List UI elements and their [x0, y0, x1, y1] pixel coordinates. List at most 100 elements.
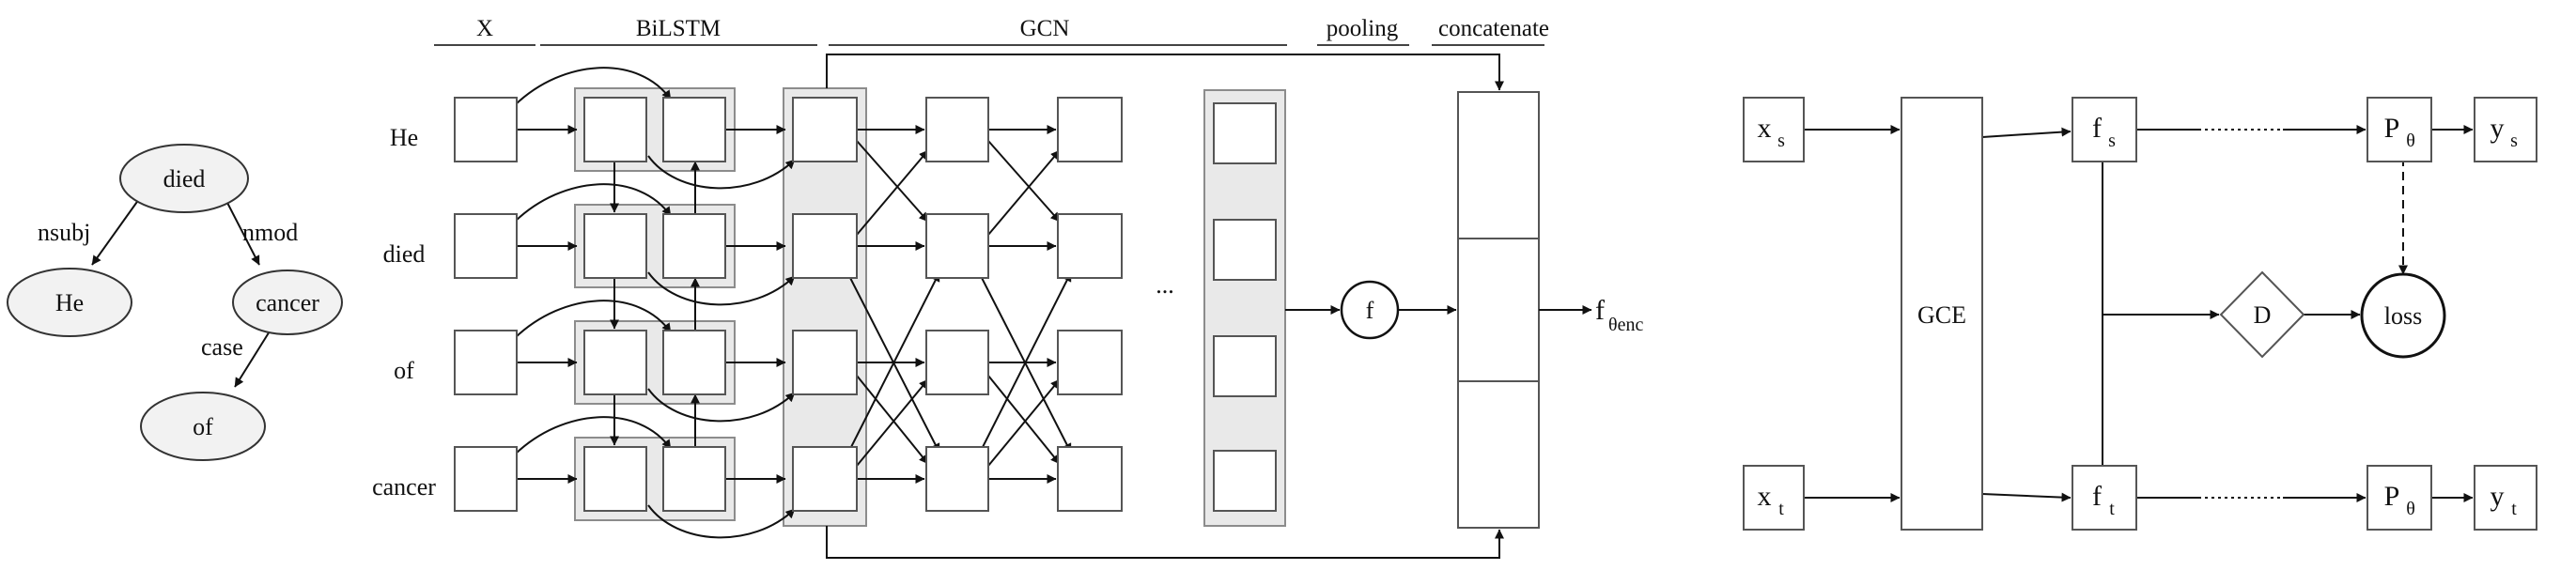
- tree-node-he-label: He: [55, 289, 84, 316]
- target-classifier-sub: θ: [2406, 499, 2415, 519]
- gcn-edge: [856, 378, 929, 467]
- input-x-box-cancer: [454, 446, 518, 512]
- lstm-forward-box: [583, 330, 647, 395]
- source-feature-box: [2072, 97, 2137, 162]
- lstm-backward-box: [662, 330, 726, 395]
- lstm-backward-box: [662, 213, 726, 279]
- curve-forward-to-gcn: [647, 155, 796, 190]
- header-concatenate: concatenate: [1438, 16, 1549, 41]
- source-input-x: x: [1758, 113, 1772, 144]
- tree-node-died: [119, 144, 249, 213]
- header-gcn: GCN: [1020, 16, 1070, 41]
- target-output-box: [2474, 465, 2537, 531]
- discriminator-diamond: [2219, 270, 2305, 359]
- target-feature-box: [2072, 465, 2137, 531]
- word-label-of: of: [394, 357, 414, 384]
- tree-edge-nsubj-label: nsubj: [38, 219, 90, 246]
- gcn-layer0-box: [792, 446, 858, 512]
- curve-x-to-backward: [514, 300, 672, 339]
- tree-edge-nmod-label: nmod: [242, 219, 298, 246]
- gcn-layer2-box: [1057, 97, 1123, 162]
- source-output-y: y: [2491, 113, 2505, 144]
- curve-x-to-backward: [514, 416, 672, 455]
- header-pooling: pooling: [1327, 16, 1399, 41]
- gce-encoder-box: [1901, 97, 1983, 531]
- source-feature-f: f: [2092, 113, 2102, 144]
- gcn-edge: [856, 149, 929, 236]
- word-label-cancer: cancer: [372, 473, 436, 501]
- target-input-sub: t: [1778, 499, 1784, 519]
- encoder-boxes: [454, 97, 1277, 512]
- skip-connection-bottom: [826, 526, 1504, 559]
- lstm-forward-box: [583, 97, 647, 162]
- gcn-final-box: [1213, 450, 1277, 512]
- bilstm-vertical-arrows: [610, 161, 700, 447]
- gcn-ellipsis: ...: [1156, 271, 1174, 299]
- tree-node-cancer-label: cancer: [256, 289, 319, 316]
- encoder-output-f: f: [1595, 295, 1605, 326]
- word-label-he: He: [390, 124, 418, 151]
- source-classifier-p: P: [2384, 113, 2400, 144]
- gcn-layer1-box: [925, 446, 989, 512]
- gcn-final-box: [1213, 219, 1277, 281]
- header-x: X: [476, 16, 493, 41]
- source-input-sub: s: [1777, 131, 1785, 151]
- gcn-edge: [856, 140, 929, 223]
- gcn-edge: [987, 375, 1061, 465]
- gcn-layer0-box: [792, 213, 858, 279]
- source-feature-sub: s: [2108, 131, 2116, 151]
- header-bilstm: BiLSTM: [636, 16, 721, 41]
- source-input-box: [1743, 97, 1805, 162]
- loss-label: loss: [2384, 302, 2422, 330]
- gcn-edge: [987, 149, 1061, 236]
- gcn-edge: [846, 271, 940, 455]
- target-feature-f: f: [2092, 481, 2102, 512]
- lstm-forward-box: [583, 213, 647, 279]
- tree-node-he: [7, 268, 132, 337]
- concat-bar: [1457, 91, 1540, 529]
- lstm-backward-box: [662, 446, 726, 512]
- gce-encoder-label: GCE: [1917, 301, 1966, 329]
- input-x-box-of: [454, 330, 518, 395]
- gcn-layer1-box: [925, 97, 989, 162]
- arrow-gce-to-fs: [1981, 127, 2072, 138]
- gcn-edge: [987, 378, 1061, 467]
- word-label-died: died: [383, 240, 426, 268]
- target-output-sub: t: [2511, 499, 2517, 519]
- gcn-final-box: [1213, 335, 1277, 397]
- gcn-edge: [856, 375, 929, 465]
- curve-forward-to-gcn: [647, 504, 796, 539]
- input-x-box-he: [454, 97, 518, 162]
- tree-node-of: [140, 392, 266, 461]
- edge-died-he: [91, 198, 140, 266]
- skip-connection-top: [826, 54, 1504, 91]
- pool-function-label: f: [1366, 297, 1374, 324]
- edge-died-cancer: [225, 198, 260, 266]
- gcn-final-box: [1213, 102, 1277, 164]
- gcn-layer1-box: [925, 213, 989, 279]
- gcn-edge: [987, 140, 1061, 223]
- gcn-layer0-box: [792, 330, 858, 395]
- source-output-sub: s: [2510, 131, 2518, 151]
- row-arrows: [517, 125, 1057, 484]
- arrow-gce-to-ft: [1981, 492, 2072, 502]
- lstm-forward-box: [583, 446, 647, 512]
- encoder-output-subscript: θenc: [1608, 315, 1643, 335]
- bilstm-curved-arrows: [514, 67, 796, 539]
- gcn-layer1-box: [925, 330, 989, 395]
- loss-circle: [2360, 272, 2446, 359]
- gcn-cross-edges: [846, 140, 1072, 467]
- curve-x-to-backward: [514, 67, 672, 106]
- edge-cancer-of: [234, 326, 273, 388]
- source-classifier-sub: θ: [2406, 131, 2415, 151]
- target-classifier-box: [2367, 465, 2432, 531]
- tree-node-of-label: of: [193, 413, 213, 440]
- target-input-box: [1743, 465, 1805, 531]
- target-input-x: x: [1758, 481, 1772, 512]
- framework-diagram: x s x t GCE f s f t P θ P θ y s y t D lo…: [1743, 97, 2537, 531]
- source-output-box: [2474, 97, 2537, 162]
- target-output-y: y: [2491, 481, 2505, 512]
- input-x-box-died: [454, 213, 518, 279]
- target-feature-sub: t: [2109, 499, 2115, 519]
